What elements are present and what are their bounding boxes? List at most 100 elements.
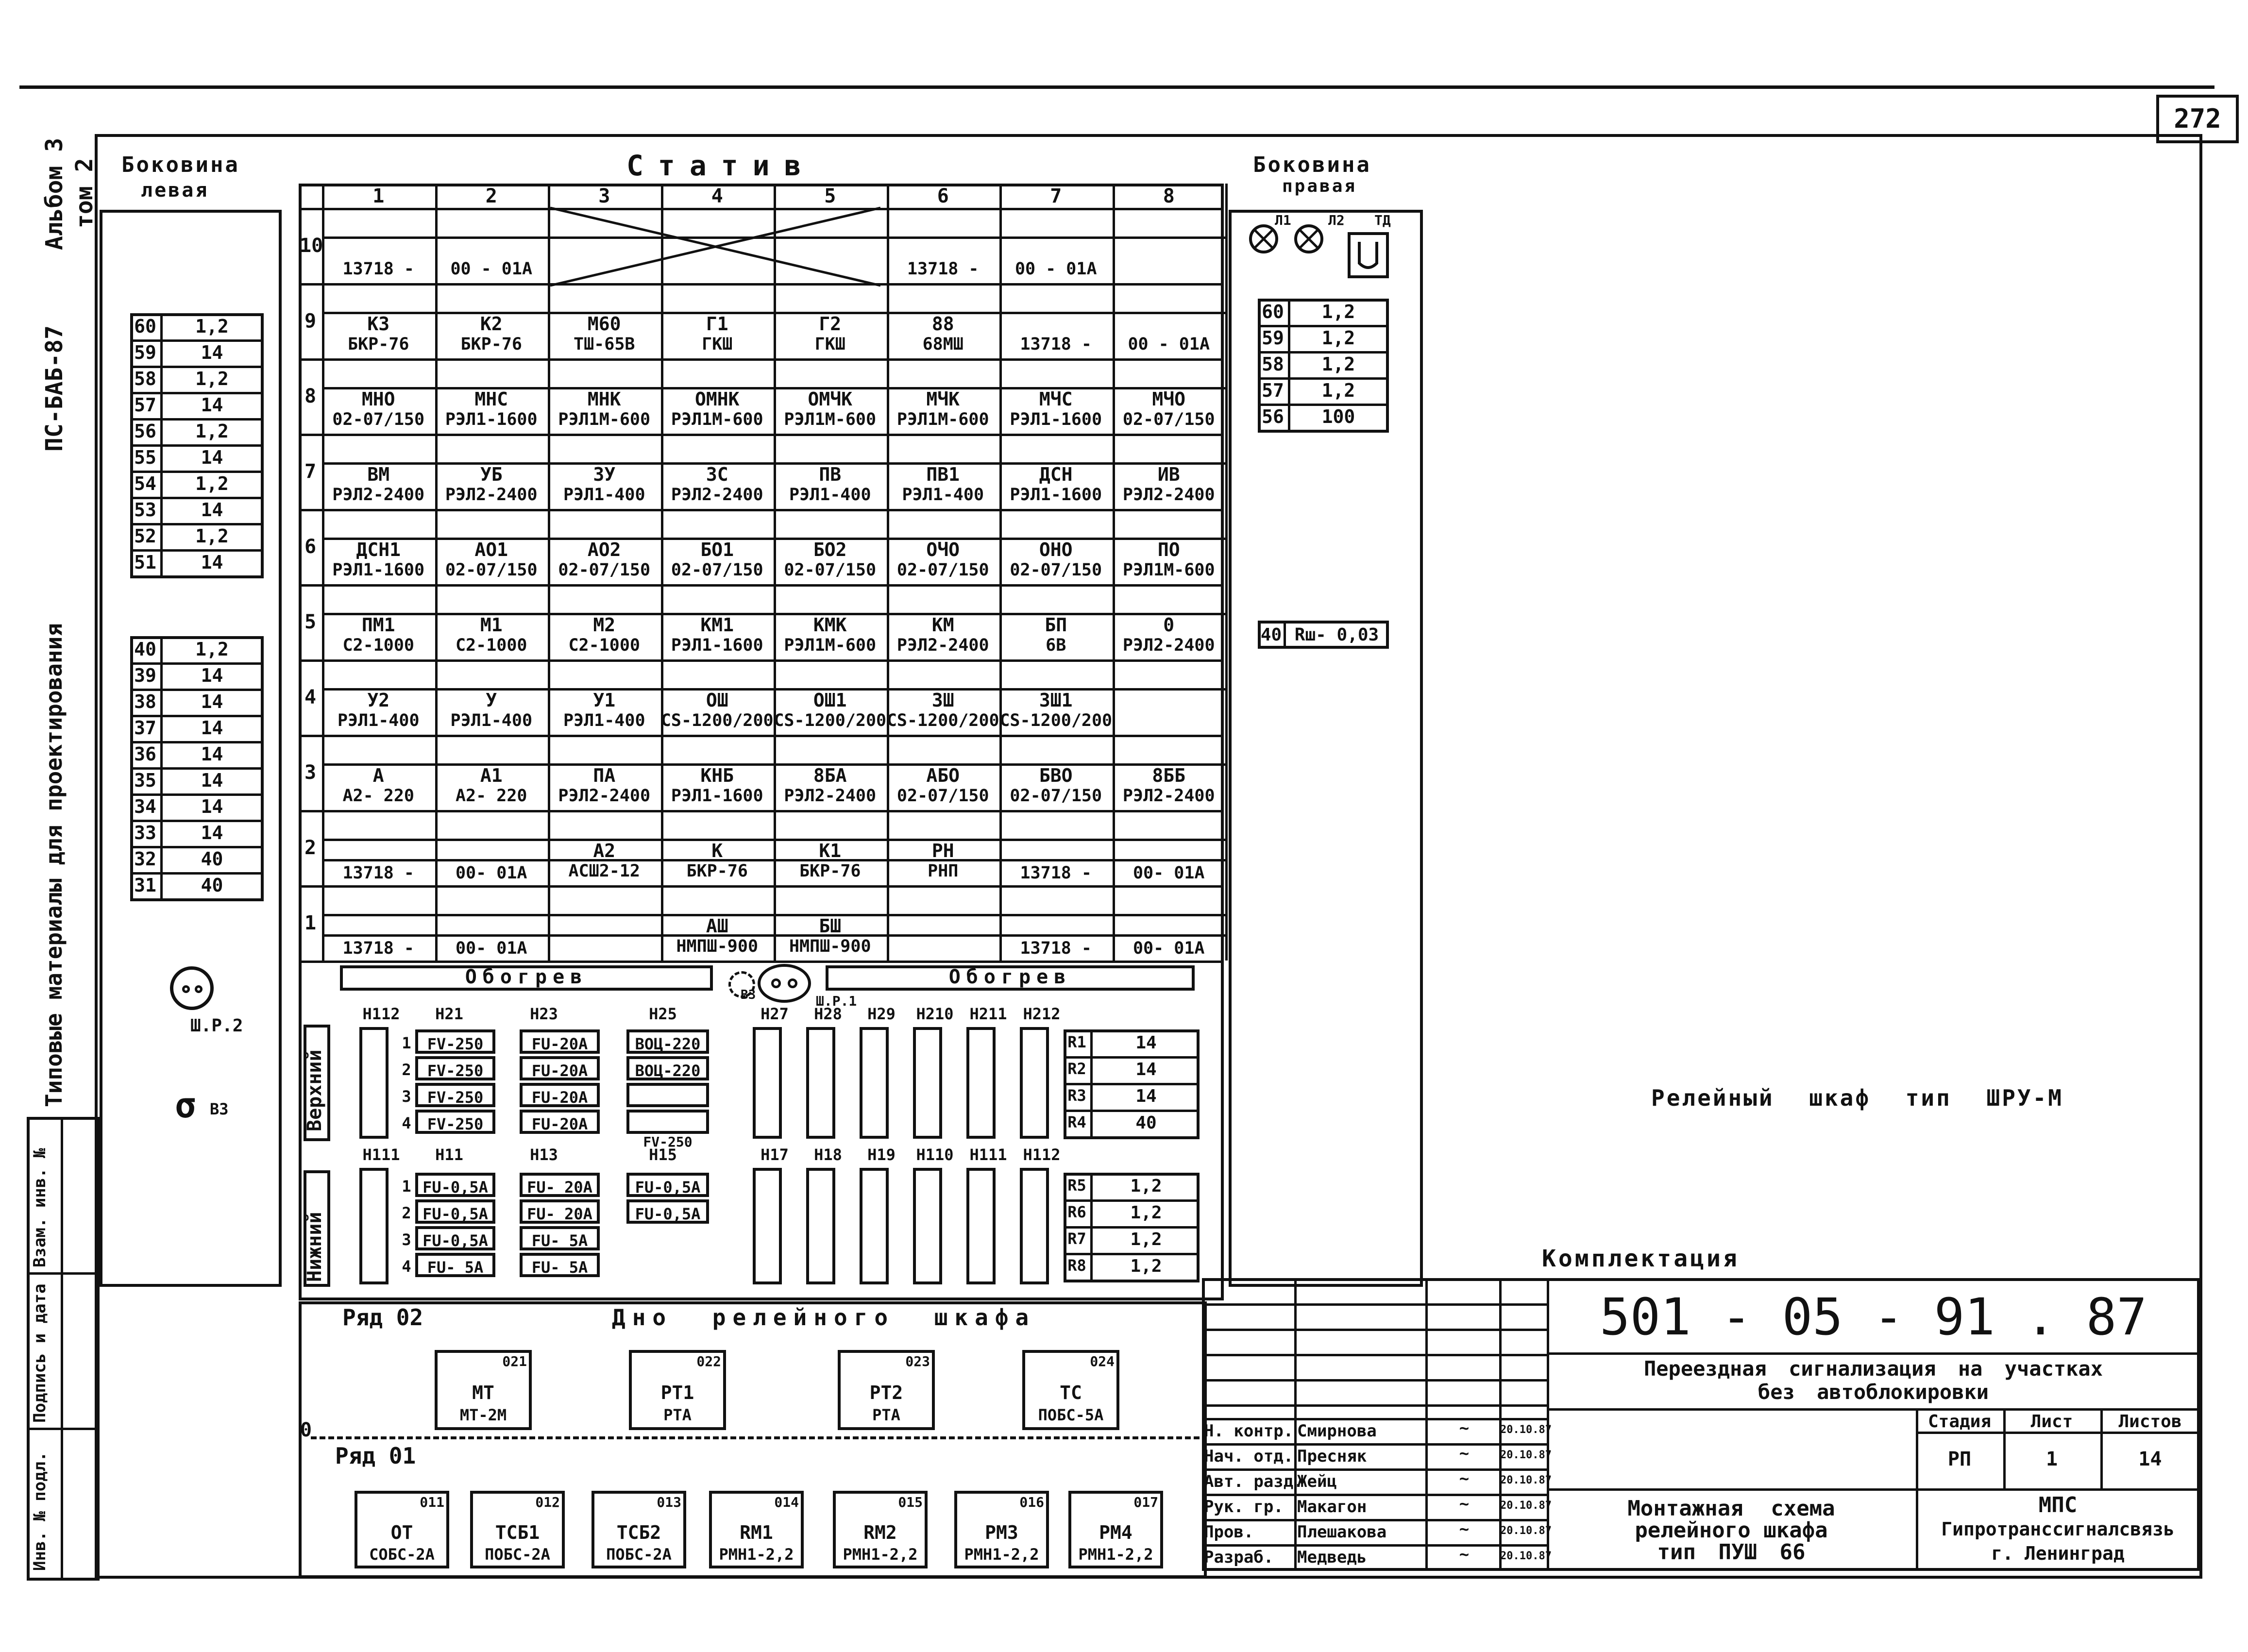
device-name: РТ1 (660, 1382, 694, 1403)
relay-name: БО2 (813, 539, 847, 560)
signer-role: Рук. гр. (1204, 1497, 1284, 1517)
fuse-header: Н13 (530, 1146, 558, 1164)
fuse-label: FU-20А (531, 1115, 588, 1133)
signers-row-line (1202, 1354, 1547, 1356)
shelf-line (299, 358, 1224, 361)
stage-value: РП (1947, 1448, 1972, 1470)
org-3: г. Ленинград (1991, 1543, 2125, 1564)
relay-type u: РЭЛ1-400 (563, 711, 645, 730)
terminal-value: 14 (201, 552, 223, 573)
shelf-line (299, 659, 1224, 662)
right-block-line (1258, 351, 1389, 354)
fuse-header: Н17 (761, 1146, 789, 1164)
signer-signature: ~ (1459, 1545, 1470, 1564)
signer-role: Нач. отд. (1204, 1447, 1294, 1466)
shelf-mid-line (322, 839, 1225, 841)
lamp-l1-icon (1249, 224, 1278, 253)
fuse-header: Н29 (867, 1005, 896, 1023)
relay-type u: РЭЛ1-1600 (671, 636, 763, 655)
fuse-cell: FV-250 (415, 1083, 495, 1107)
signers-row-line (1202, 1404, 1547, 1407)
relay-name: МНО (361, 388, 395, 410)
col-number: 6 (937, 185, 949, 207)
floor-zero-label: 0 (300, 1419, 312, 1441)
fuse-cell: FU-20А (520, 1056, 600, 1080)
fuse-header: Н28 (814, 1005, 842, 1023)
fuse-label: FU-0,5А (423, 1231, 488, 1250)
relay-name: М2 (593, 614, 616, 636)
fuse-row-num: 2 (402, 1061, 411, 1079)
fuse-label: FU- 20А (527, 1178, 592, 1197)
relay-name: ЗС (706, 464, 728, 485)
right-block-line (1258, 325, 1389, 327)
device-number: 022 (696, 1353, 721, 1369)
device-name: ТС (1060, 1382, 1082, 1403)
signer-date: 20.10.87 (1500, 1424, 1552, 1436)
resistor-value: 1,2 (1130, 1256, 1162, 1276)
relay-type u: С2-1000 (568, 636, 640, 655)
left-block-a-line (130, 418, 264, 421)
heating-right-label: Обогрев (948, 966, 1072, 988)
device-name: РМ3 (985, 1521, 1018, 1543)
relay-name: 8ББ (1152, 765, 1186, 786)
sheets-value: 14 (2138, 1448, 2162, 1470)
doc-code: 501 - 05 - 91 . 87 (1599, 1287, 2147, 1347)
left-block-b-line (130, 741, 264, 743)
device-type u: СОБС-2А (369, 1545, 435, 1564)
terminal-value: 1,2 (1321, 301, 1355, 322)
relay-name: У (486, 690, 497, 711)
fuse-cell: FU-0,5А (415, 1199, 495, 1224)
signers-col-line (1294, 1278, 1297, 1571)
relay-type u: РНП (928, 861, 959, 881)
terminal-number: 51 (134, 552, 156, 573)
device-number: 014 (774, 1494, 799, 1510)
shelf-line (299, 810, 1224, 812)
relay-name: А1 (480, 765, 503, 786)
col-header-line (299, 208, 1224, 210)
relay-name: ОШ (706, 690, 728, 711)
stativ-socket-label2: ВЗ (741, 988, 756, 1002)
col-number: 5 (824, 185, 836, 207)
left-switch-label: ВЗ (210, 1100, 229, 1118)
terminal-number: 59 (134, 342, 156, 363)
device-type u: РТА (872, 1406, 900, 1425)
device-number: 015 (898, 1494, 923, 1510)
left-block-a-line (130, 444, 264, 447)
shelf-number: 10 (300, 234, 323, 257)
fuse-panel-upper-label-box (304, 1025, 330, 1141)
fuse-label: FV-250 (427, 1062, 484, 1080)
fuse-header: Н110 (916, 1146, 954, 1164)
relay-name: М60 (587, 313, 621, 335)
relay-type u: 00 - 01А (1128, 335, 1210, 354)
sheets-header: Листов (2118, 1412, 2182, 1432)
fuse-header: Н23 (530, 1005, 558, 1023)
shelf-10-cross (550, 206, 881, 287)
relay-name: МЧС (1039, 388, 1073, 410)
relay-type u: РЭЛ1М-600 (558, 410, 651, 429)
device-name: RM2 (863, 1521, 897, 1543)
relay-name: ДСН (1039, 464, 1073, 485)
left-side-title-2: левая (141, 179, 209, 202)
row01-label: Ряд 01 (335, 1443, 416, 1469)
relay-name: ОШ1 (813, 690, 847, 711)
shelf-line (299, 885, 1224, 888)
signer-signature: ~ (1459, 1519, 1470, 1539)
signer-name: Жейц (1297, 1472, 1337, 1491)
fuse-cell: FU-0,5А (415, 1226, 495, 1250)
relay-type u: РЭЛ1-1600 (1010, 485, 1102, 505)
relay-type u: 02-07/150 (896, 560, 989, 580)
terminal-strip u: 13718 - (1020, 863, 1092, 883)
resistor-value: 40 (1135, 1113, 1157, 1133)
signer-date: 20.10.87 (1500, 1525, 1552, 1537)
stativ-socket-icon (758, 964, 811, 1003)
relay-type u: 00 - 01А (450, 259, 533, 279)
relay-type u: ТШ-65В (574, 335, 635, 354)
relay-type u: РЭЛ2-2400 (896, 636, 989, 655)
fuse-holder (860, 1168, 889, 1284)
resistor-number: R7 (1067, 1230, 1086, 1248)
terminal-number: 52 (134, 525, 156, 547)
